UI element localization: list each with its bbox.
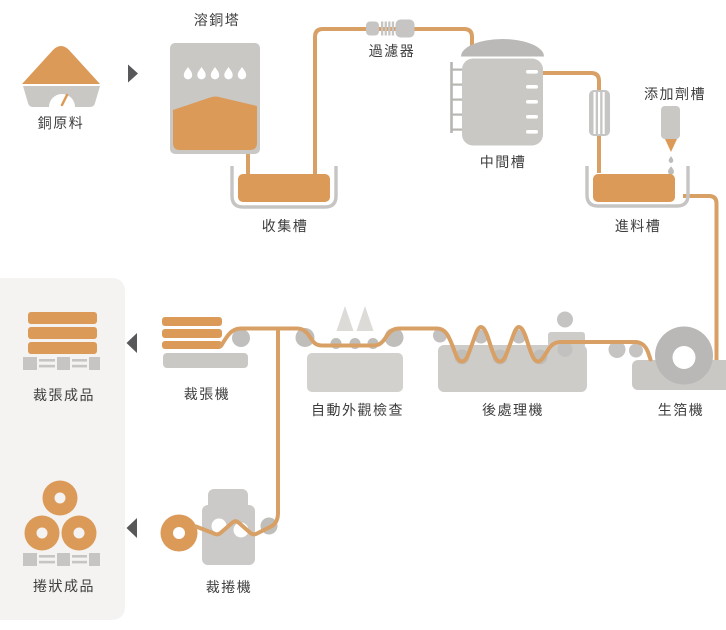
flow-arrow-right-icon (128, 64, 138, 83)
label-feed-tank: 進料槽 (614, 219, 662, 235)
label-roll-cutter: 裁捲機 (205, 580, 253, 596)
ladder-rungs (451, 68, 462, 131)
pallet-icon (23, 357, 100, 370)
inspection-triangle-icon (356, 306, 374, 331)
gauge-icon (49, 94, 75, 107)
cylinder-tank-icon (462, 58, 543, 146)
gauge-needle (60, 93, 69, 107)
label-copper-raw: 銅原料 (37, 116, 85, 132)
feed-tank-icon (585, 166, 690, 208)
roller-icon (557, 311, 573, 328)
drip-droplet-icon (668, 156, 674, 163)
foil-machine-icon (608, 326, 726, 390)
roller-icon (629, 343, 643, 358)
collection-tank-icon (230, 166, 338, 209)
label-foil-machine: 生箔機 (657, 403, 705, 419)
label-intermediate-tank: 中間槽 (479, 155, 527, 171)
copper-raw-icon (22, 46, 100, 107)
label-sheet-product: 裁張成品 (33, 388, 95, 404)
roll-cutter-icon (160, 489, 278, 565)
sheet-product-icon (23, 312, 100, 370)
filter-icon (366, 19, 415, 38)
machine-body (202, 505, 255, 565)
pipe-intermediate-to-feed (543, 71, 601, 173)
flow-arrow-left-icon (126, 518, 137, 538)
label-dissolving-tower: 溶銅塔 (193, 13, 241, 29)
label-filter: 過濾器 (368, 44, 416, 60)
label-post-processor: 後處理機 (482, 403, 544, 419)
inspection-triangle-icon (336, 306, 354, 331)
tank-dome (461, 39, 544, 57)
treatment-bath-icon (438, 345, 587, 392)
roller-icon (608, 341, 626, 358)
additive-tank-icon (661, 106, 680, 175)
tank-u-icon (585, 166, 690, 208)
dissolving-tower-icon (170, 43, 260, 178)
roller-icon (232, 329, 250, 347)
label-additive-tank: 添加劑槽 (644, 87, 706, 103)
inline-filter-column-icon (589, 90, 610, 136)
pallet-icon (23, 553, 100, 566)
machine-base (163, 353, 248, 368)
additive-bottle-icon (661, 106, 680, 139)
inspection-station-icon (295, 306, 404, 392)
label-collection-tank: 收集槽 (261, 219, 309, 235)
copper-pile-icon (22, 46, 100, 84)
roller-icon (295, 328, 315, 347)
roll-product-icon (23, 480, 100, 566)
drip-droplet-icon (668, 166, 674, 175)
bottle-tip (665, 139, 677, 152)
copper-mound (173, 96, 257, 150)
tank-liquid (238, 174, 330, 202)
tank-liquid (593, 174, 675, 202)
sheet-stack-icon (162, 317, 222, 326)
coil-hole (173, 527, 185, 539)
label-sheet-cutter: 裁張機 (183, 387, 231, 403)
tank-u-icon (230, 166, 338, 209)
foil-web-branch-line (194, 326, 280, 537)
sheet-stack-icon (28, 312, 97, 324)
drum-hole (672, 346, 696, 369)
flow-arrow-left-icon (126, 333, 137, 353)
sheet-cutter-icon (162, 317, 250, 368)
level-marks (526, 70, 538, 134)
intermediate-tank-icon (450, 39, 544, 146)
label-inspection: 自動外觀檢查 (311, 403, 404, 419)
roller-icon (557, 342, 573, 357)
label-roll-product: 捲狀成品 (33, 579, 95, 595)
foil-web-line (219, 325, 653, 364)
inspection-unit (307, 353, 403, 392)
pipe-feed-to-foil-machine (683, 194, 719, 362)
